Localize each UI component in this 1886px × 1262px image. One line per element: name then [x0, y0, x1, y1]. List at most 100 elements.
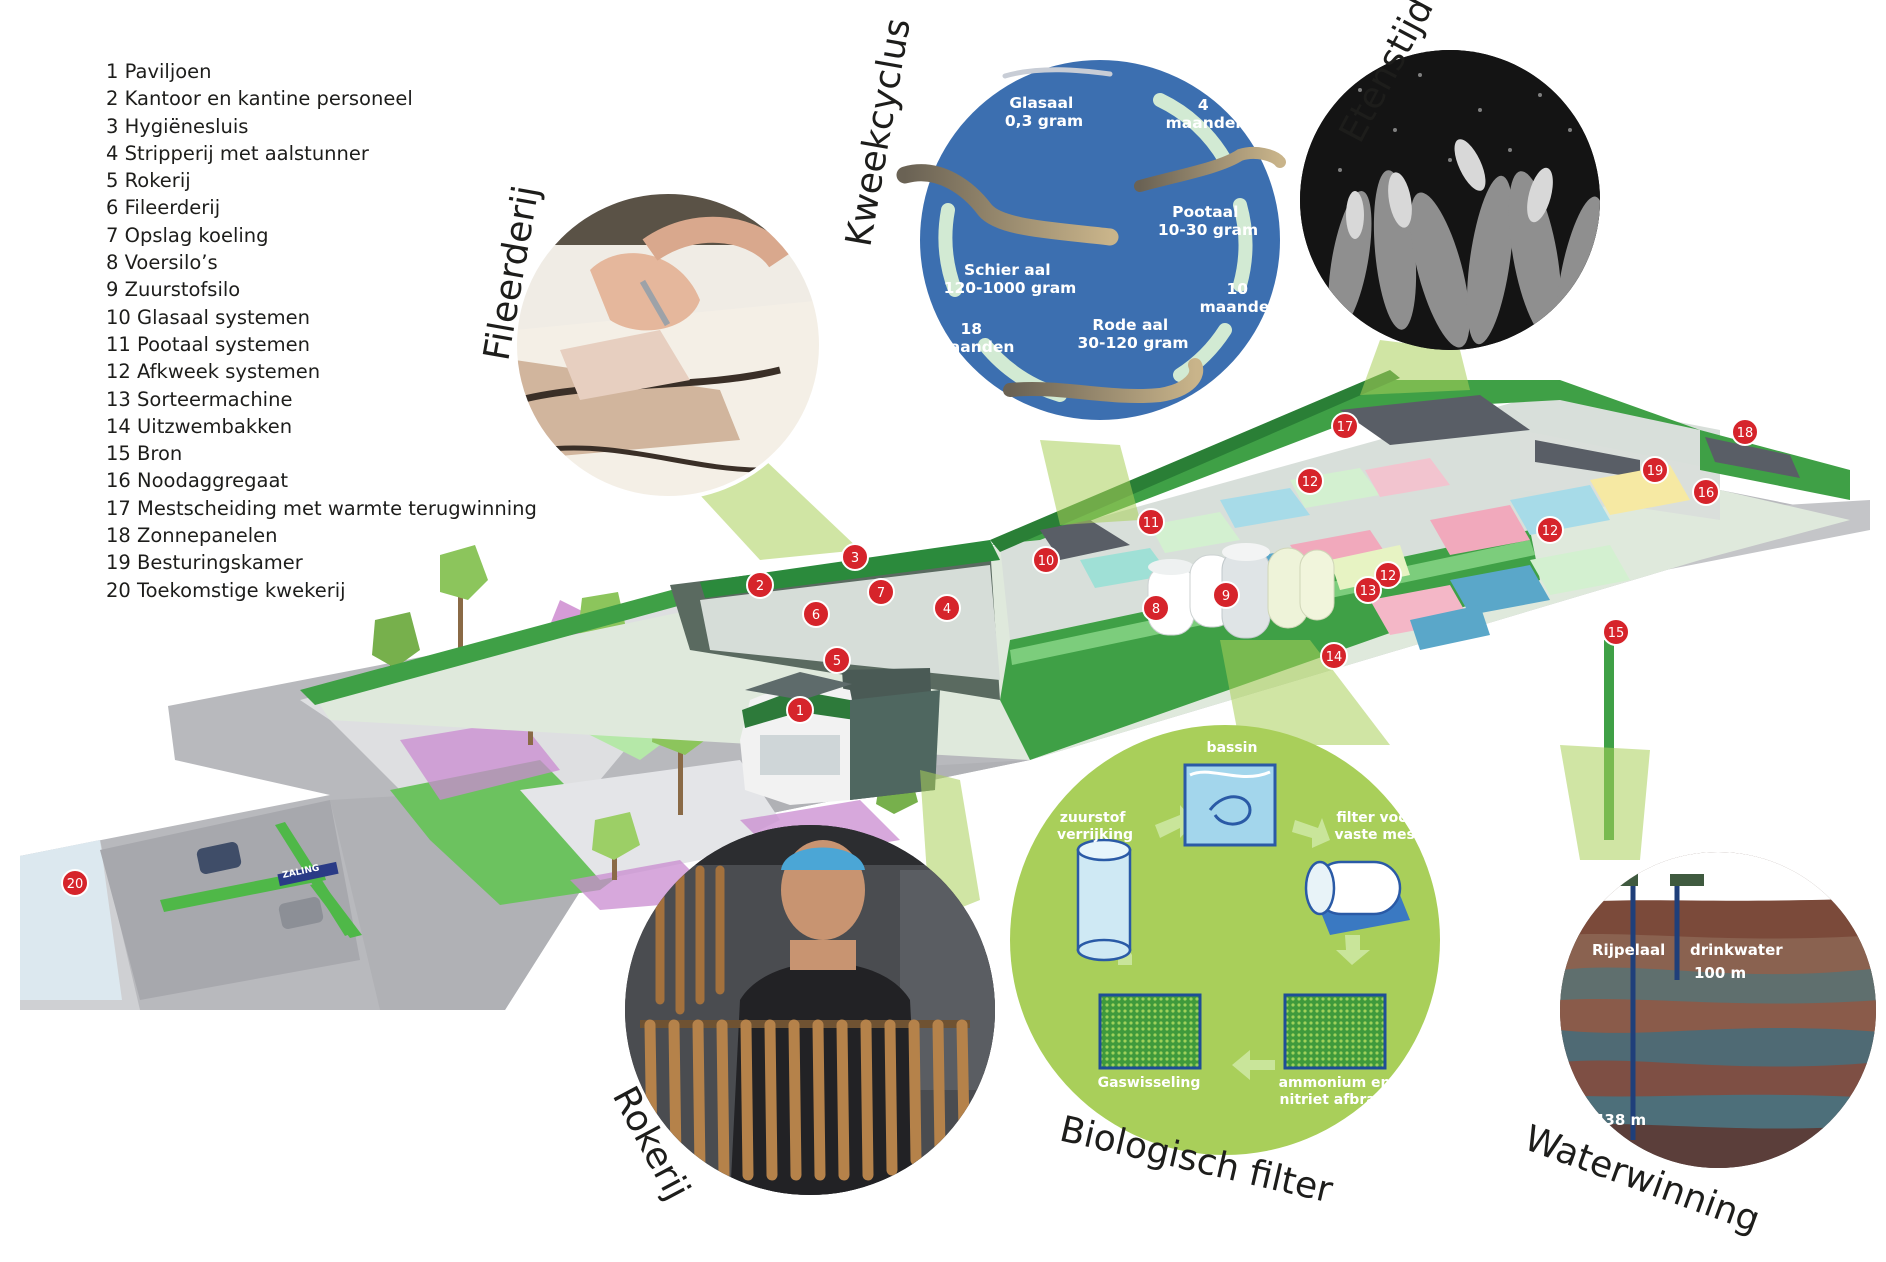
- marker-dot: [1536, 516, 1564, 544]
- marker-dot: [802, 600, 830, 628]
- marker-dot: [1354, 576, 1382, 604]
- marker-number: 9: [1222, 589, 1230, 604]
- cycle-glasaal-weight: 0,3 gram: [1005, 112, 1083, 130]
- legend-item: 17 Mestscheiding met warmte terugwinning: [106, 496, 537, 520]
- marker-number: 3: [851, 551, 859, 566]
- legend-list: 1 Paviljoen 2 Kantoor en kantine persone…: [106, 58, 537, 604]
- cycle-t18-num: 18: [961, 320, 983, 338]
- well-438m-label: 438 m: [1594, 1111, 1646, 1129]
- well-drinkwater-label: drinkwater: [1690, 941, 1783, 959]
- svg-text:4 maanden: 4 maanden: [1166, 96, 1247, 132]
- marker-dot: [841, 543, 869, 571]
- cycle-t10-unit: maanden: [1200, 298, 1281, 316]
- svg-text:Rode aal 30-120 gram: Rode aal 30-120 gram: [1077, 316, 1188, 352]
- marker-number: 8: [1152, 602, 1160, 617]
- marker-dot: [746, 571, 774, 599]
- cycle-pootaal-name: Pootaal: [1172, 203, 1238, 221]
- marker-dot: [1320, 642, 1348, 670]
- marker-number: 15: [1608, 626, 1625, 641]
- marker-number: 1: [796, 704, 804, 719]
- svg-text:ammonium en nitriet afbr: ammonium en nitriet afbraak: [1279, 1075, 1396, 1108]
- legend-item: 20 Toekomstige kwekerij: [106, 578, 346, 602]
- marker-dot: [1212, 581, 1240, 609]
- photo-etenstijd: [1300, 50, 1600, 350]
- legend-item: 1 Paviljoen: [106, 60, 212, 83]
- marker-dot: [1374, 561, 1402, 589]
- legend-item: 18 Zonnepanelen: [106, 524, 278, 548]
- marker-dot: [61, 869, 89, 897]
- connectors: [700, 340, 1650, 920]
- svg-text:Schier aal 120-1000 gram: Schier aal 120-1000 gram: [944, 261, 1077, 297]
- marker-number: 12: [1302, 475, 1319, 490]
- cycle-schier-weight: 120-1000 gram: [944, 279, 1077, 297]
- marker-number: 12: [1542, 524, 1559, 539]
- pavilion: [740, 668, 940, 805]
- biologisch-filter-circle: bassin zuurstof verrijking filter voor v…: [1010, 725, 1440, 1155]
- photo-fileerderij: [513, 190, 823, 500]
- marker-number: 18: [1737, 426, 1754, 441]
- marker-dot: [1296, 467, 1324, 495]
- marker-number: 7: [877, 586, 885, 601]
- marker-dot: [823, 646, 851, 674]
- well-rijpelaal-label: Rijpelaal: [1592, 941, 1665, 959]
- well-100m-label: 100 m: [1694, 964, 1746, 982]
- marker-number: 20: [67, 877, 84, 892]
- waterwinning-circle: Rijpelaal drinkwater 100 m 438 m: [1560, 852, 1876, 1168]
- legend-item: 12 Afkweek systemen: [106, 360, 321, 384]
- cycle-t4-unit: maanden: [1166, 114, 1247, 132]
- filter-ammonium-line2: nitriet afbraak: [1280, 1092, 1396, 1108]
- cycle-t18-unit: maanden: [934, 338, 1015, 356]
- svg-text:Pootaal 10-30 gram: Pootaal 10-30 gram: [1158, 203, 1258, 239]
- marker-dot: [933, 594, 961, 622]
- legend-item: 5 Rokerij: [106, 169, 191, 193]
- svg-text:Glasaal 0,3 gram: Glasaal 0,3 gram: [1005, 94, 1083, 130]
- marker-number: 12: [1380, 569, 1397, 584]
- marker-number: 14: [1326, 650, 1343, 665]
- cycle-schier-name: Schier aal: [964, 261, 1050, 279]
- fish-tanks: [1080, 458, 1690, 650]
- filter-zuurstof-line2: verrijking: [1057, 827, 1133, 843]
- marker-dot: [1731, 418, 1759, 446]
- legend-item: 10 Glasaal systemen: [106, 305, 311, 329]
- marker-number: 19: [1647, 464, 1664, 479]
- legend-item: 4 Stripperij met aalstunner: [106, 141, 369, 165]
- cycle-glasaal-name: Glasaal: [1009, 94, 1073, 112]
- legend-item: 3 Hygiënesluis: [106, 114, 249, 138]
- filter-gas-label: Gaswisseling: [1098, 1075, 1201, 1091]
- well-pipe: [1604, 640, 1614, 840]
- cycle-t10-num: 10: [1227, 280, 1249, 298]
- filter-bassin-label: bassin: [1207, 740, 1258, 756]
- marker-number: 11: [1143, 516, 1160, 531]
- filter-ammonium-line1: ammonium en: [1279, 1075, 1391, 1091]
- title-kweekcyclus: Kweekcyclus: [838, 15, 918, 249]
- marker-dot: [1602, 618, 1630, 646]
- filter-vaste-line1: filter voor: [1336, 810, 1415, 826]
- marker-dot: [1692, 478, 1720, 506]
- legend-item: 15 Bron: [106, 442, 183, 466]
- filter-zuurstof-line1: zuurstof: [1060, 810, 1127, 826]
- parking: [160, 822, 362, 938]
- marker-dot: [786, 696, 814, 724]
- legend-item: 14 Uitzwembakken: [106, 414, 293, 438]
- svg-text:18 maanden: 18 maanden: [934, 320, 1015, 356]
- legend-item: 8 Voersilo’s: [106, 251, 218, 275]
- svg-text:zuurstof verrijking: zuurstof verrijking: [1057, 810, 1133, 843]
- legend-item: 7 Opslag koeling: [106, 223, 269, 247]
- marker-dot: [1137, 508, 1165, 536]
- marker-number: 10: [1038, 554, 1055, 569]
- svg-text:10 maanden: 10 maanden: [1200, 280, 1281, 316]
- legend-item: 19 Besturingskamer: [106, 551, 303, 575]
- legend-item: 2 Kantoor en kantine personeel: [106, 87, 413, 111]
- photo-rokerij: [625, 825, 995, 1195]
- marker-number: 16: [1698, 486, 1715, 501]
- legend-item: 6 Fileerderij: [106, 196, 221, 220]
- marker-dot: [867, 578, 895, 606]
- kweekcyclus-circle: Glasaal 0,3 gram 4 maanden Pootaal 10-30…: [896, 60, 1286, 420]
- legend-item: 13 Sorteermachine: [106, 387, 293, 411]
- legend-item: 16 Noodaggregaat: [106, 469, 289, 493]
- cycle-rode-weight: 30-120 gram: [1077, 334, 1188, 352]
- cycle-pootaal-weight: 10-30 gram: [1158, 221, 1258, 239]
- marker-dot: [1641, 456, 1669, 484]
